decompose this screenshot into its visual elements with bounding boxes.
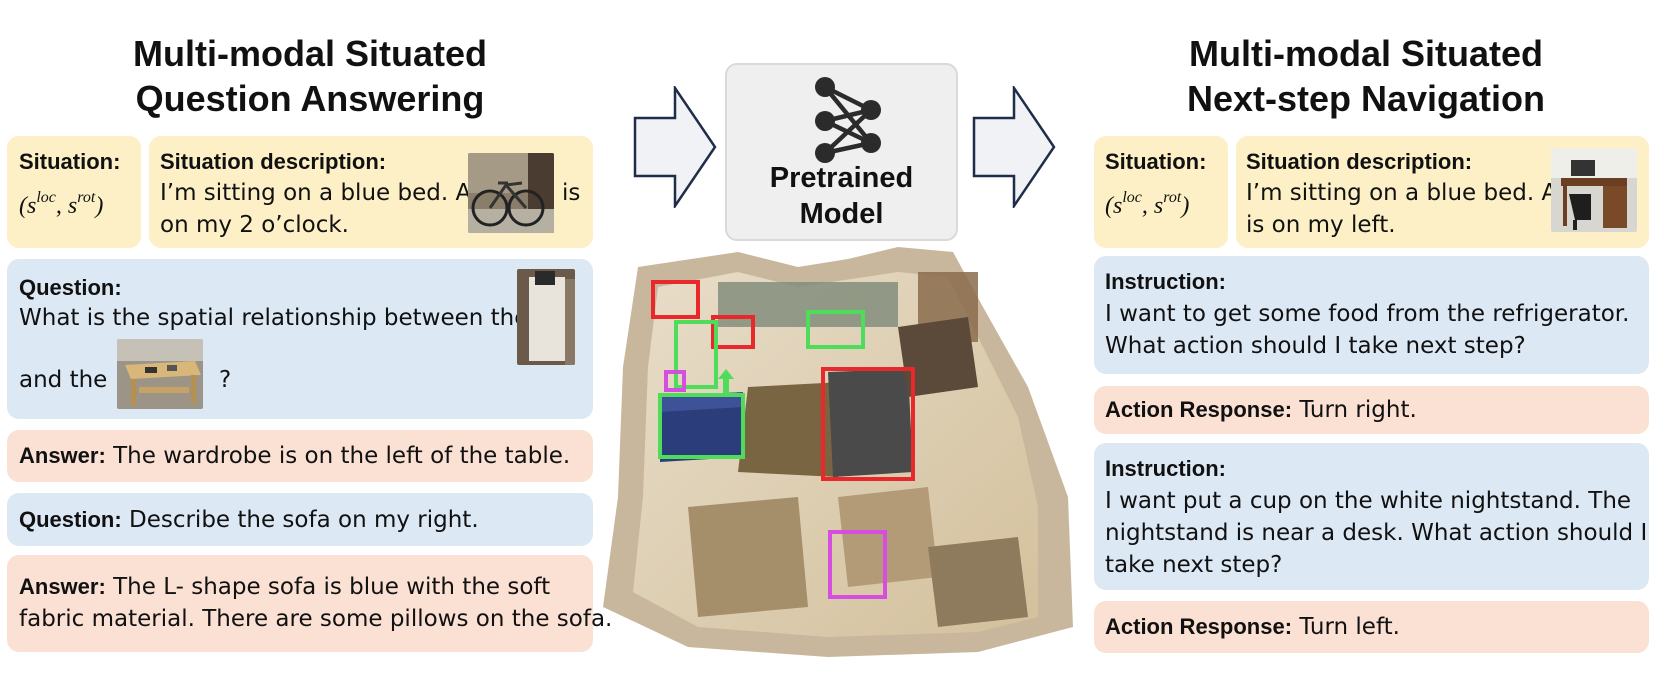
question2-text: Describe the sofa on my right. <box>121 507 479 533</box>
desk-image <box>1551 148 1637 232</box>
answer2-line2: fabric material. There are some pillows … <box>19 606 613 632</box>
right-situation-box: Situation: (sloc, srot) <box>1094 136 1228 248</box>
situation-label: Situation: <box>19 149 121 174</box>
instruction1-label: Instruction: <box>1105 269 1226 294</box>
right-title-line1: Multi-modal Situated <box>1189 33 1543 74</box>
neural-network-icon <box>815 77 881 163</box>
instruction1-line1: I want to get some food from the refrige… <box>1105 301 1630 327</box>
bicycle-image <box>468 153 554 233</box>
instruction2-line2: nightstand is near a desk. What action s… <box>1105 520 1648 546</box>
response1-label: Action Response: <box>1105 397 1293 422</box>
situation-description-line1: I’m sitting on a blue bed. A <box>160 180 472 206</box>
3d-scene-icon <box>603 247 1073 657</box>
question2-label: Question: <box>19 507 122 532</box>
right-title: Multi-modal Situated Next-step Navigatio… <box>1096 31 1636 121</box>
table-image <box>117 339 203 409</box>
right-instruction1-box: Instruction: I want to get some food fro… <box>1094 256 1649 374</box>
left-situation-description-box: Situation description: I’m sitting on a … <box>149 136 593 248</box>
question-label: Question: <box>19 275 122 300</box>
answer2-label: Answer: <box>19 574 106 599</box>
left-title-line2: Question Answering <box>135 78 485 119</box>
situation-label: Situation: <box>1105 149 1207 174</box>
left-title: Multi-modal Situated Question Answering <box>40 31 580 121</box>
answer1-text: The wardrobe is on the left of the table… <box>105 443 571 469</box>
left-situation-box: Situation: (sloc, srot) <box>7 136 141 248</box>
situation-formula: (sloc, srot) <box>1105 189 1190 219</box>
instruction2-line3: take next step? <box>1105 552 1283 578</box>
question-line2-end: ? <box>219 367 232 393</box>
left-question2-box: Question: Describe the sofa on my right. <box>7 493 593 546</box>
right-situation-description-box: Situation description: I’m sitting on a … <box>1236 136 1649 248</box>
instruction2-label: Instruction: <box>1105 456 1226 481</box>
instruction2-line1: I want put a cup on the white nightstand… <box>1105 488 1632 514</box>
situation-description-line1: I’m sitting on a blue bed. A <box>1246 180 1558 206</box>
wardrobe-image <box>517 269 575 365</box>
question-line2: and the <box>19 367 108 393</box>
left-question-box: Question: What is the spatial relationsh… <box>7 259 593 419</box>
response1-text: Turn right. <box>1292 397 1417 423</box>
response2-text: Turn left. <box>1292 614 1400 640</box>
right-instruction2-box: Instruction: I want put a cup on the whi… <box>1094 443 1649 590</box>
situation-description-line2: on my 2 o’clock. <box>160 212 349 238</box>
situation-description-is: is <box>562 180 581 206</box>
left-answer2-box: Answer: The L- shape sofa is blue with t… <box>7 555 613 652</box>
right-arrow <box>972 86 1056 208</box>
left-title-line1: Multi-modal Situated <box>133 33 487 74</box>
instruction1-line2: What action should I take next step? <box>1105 333 1526 359</box>
right-title-line2: Next-step Navigation <box>1186 78 1546 119</box>
answer1-label: Answer: <box>19 443 106 468</box>
right-response1-box: Action Response: Turn right. <box>1094 386 1649 434</box>
pretrained-model-label: Pretrained Model <box>769 162 914 230</box>
left-arrow <box>633 86 717 208</box>
right-response2-box: Action Response: Turn left. <box>1094 601 1649 653</box>
situation-description-line2: is on my left. <box>1246 212 1396 238</box>
pretrained-model-box: Pretrained Model <box>725 63 958 241</box>
response2-label: Action Response: <box>1105 614 1293 639</box>
situation-description-label: Situation description: <box>160 149 387 174</box>
question-line1: What is the spatial relationship between… <box>19 305 529 331</box>
left-answer1-box: Answer: The wardrobe is on the left of t… <box>7 430 593 482</box>
situation-description-label: Situation description: <box>1246 149 1473 174</box>
situation-formula: (sloc, srot) <box>19 189 104 219</box>
answer2-line1: The L- shape sofa is blue with the soft <box>105 574 551 600</box>
